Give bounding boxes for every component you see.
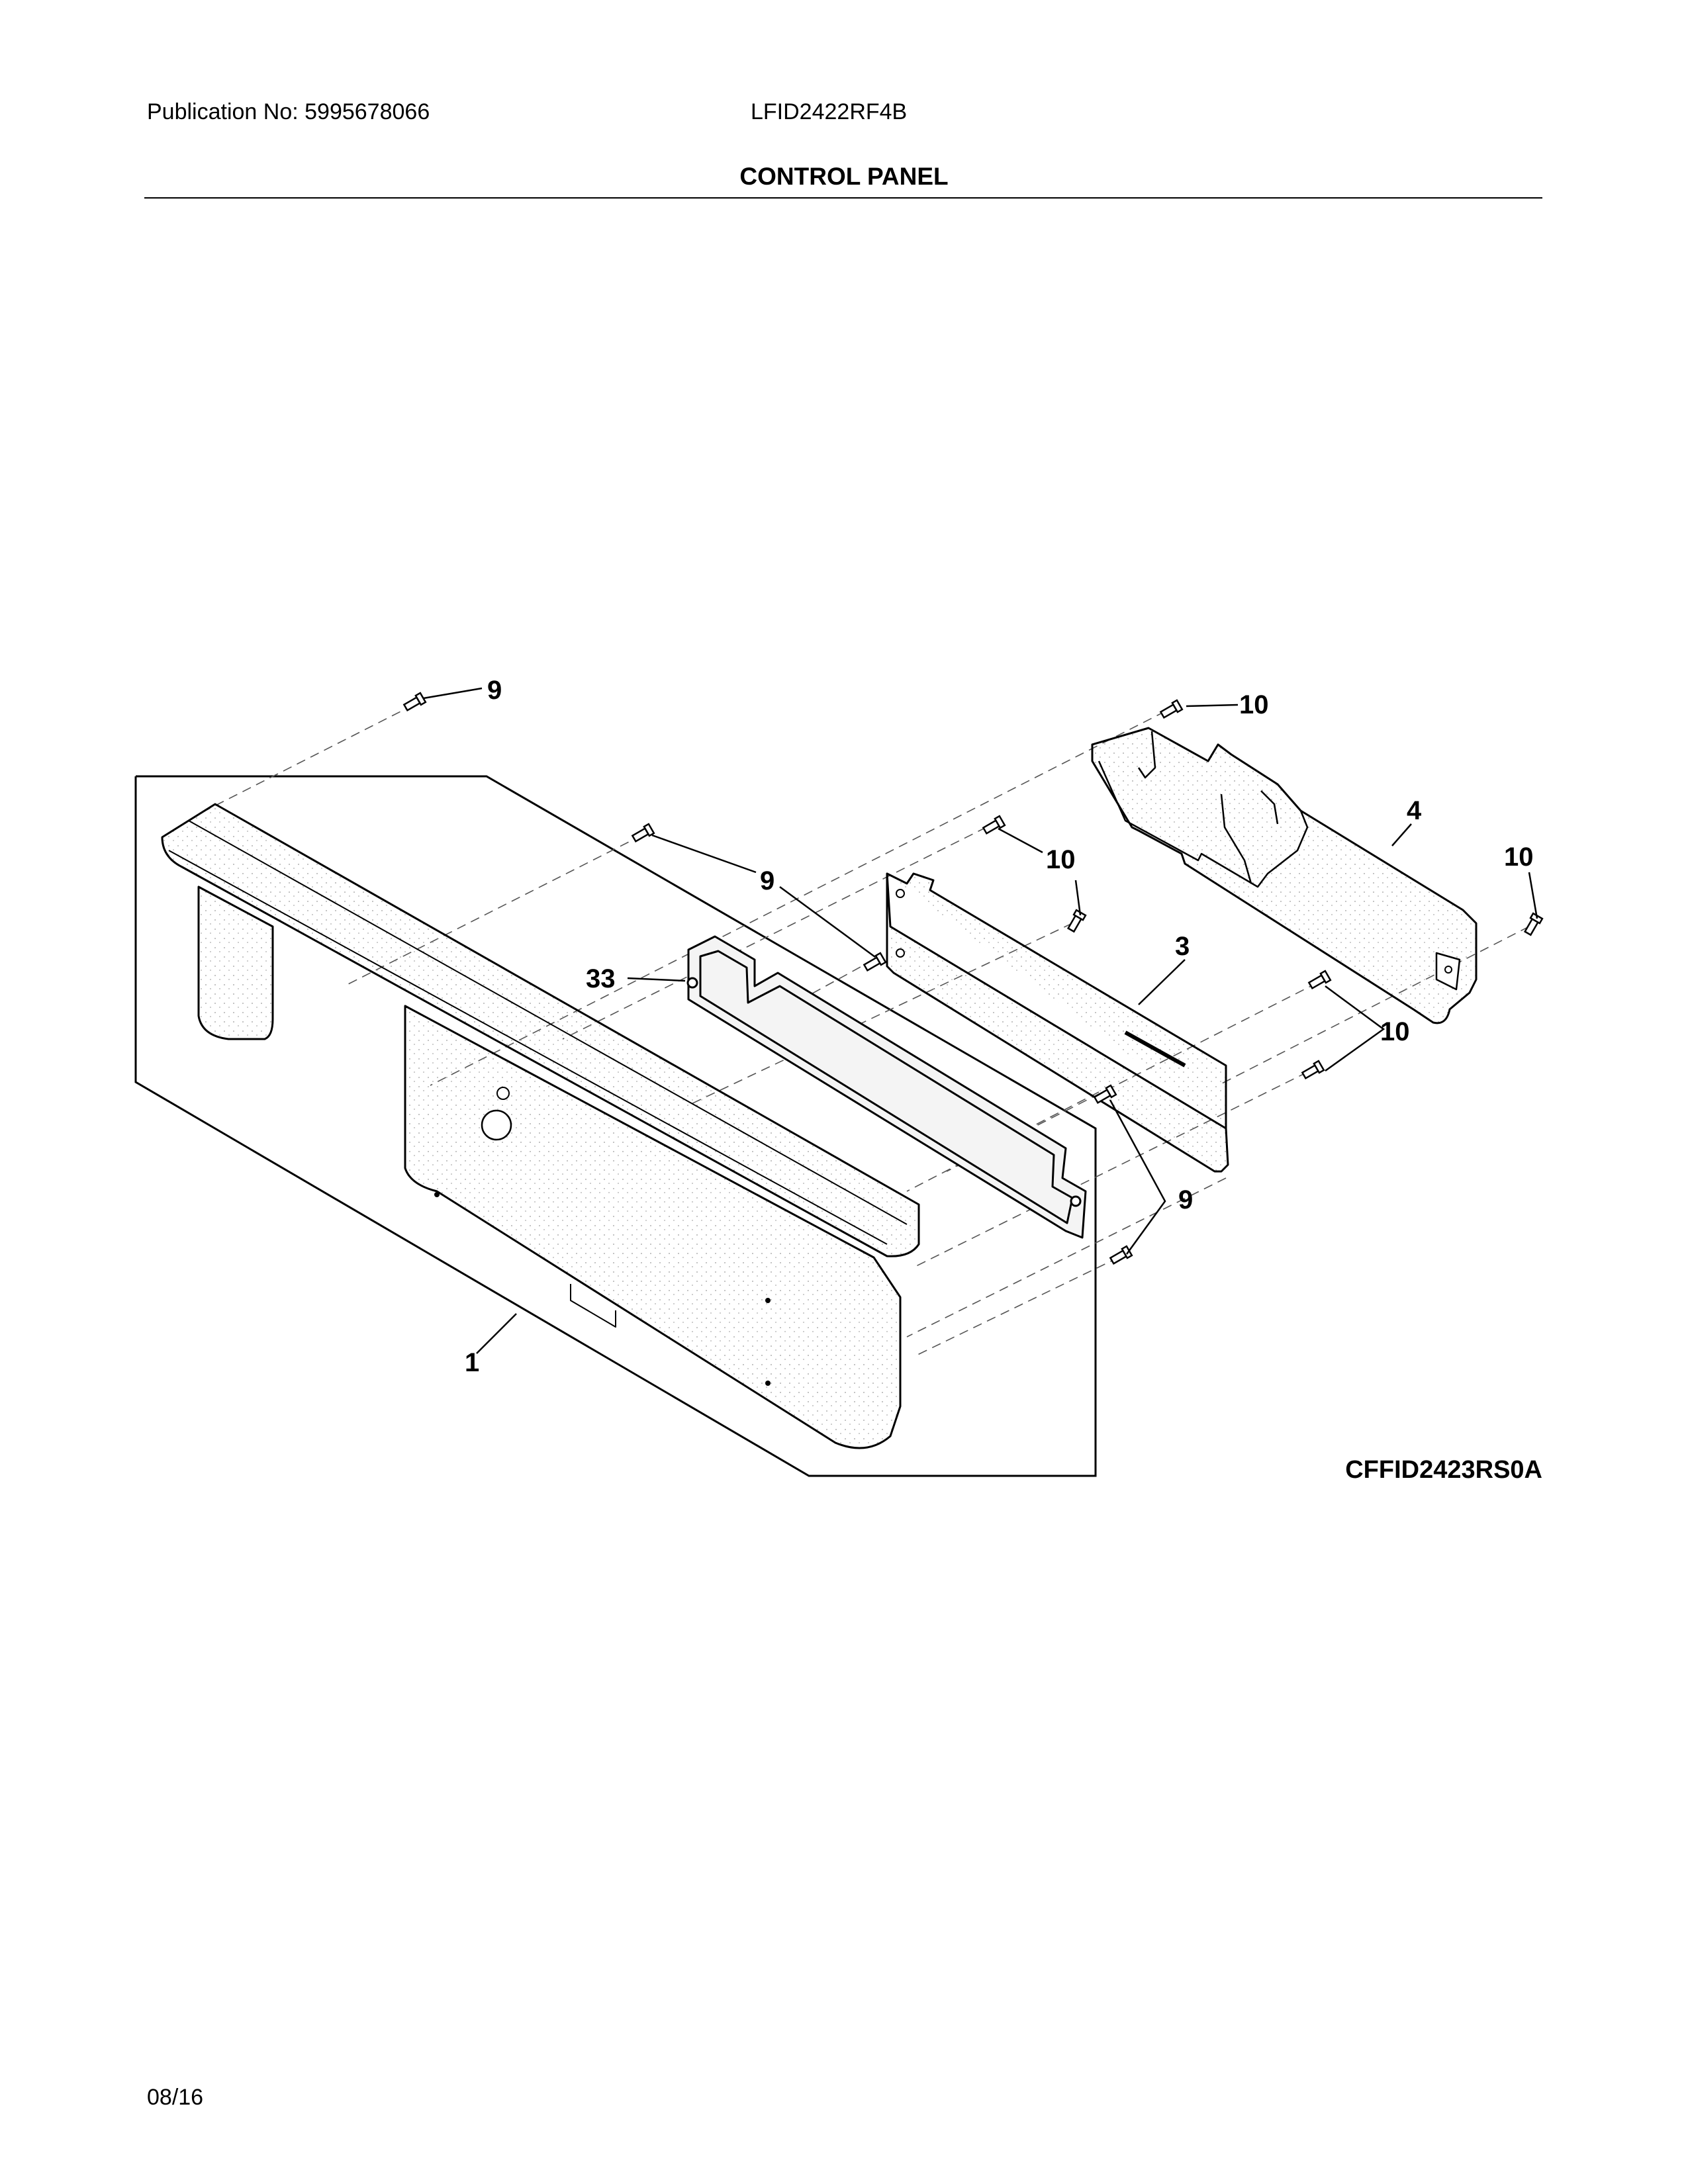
callout-1: 1: [465, 1348, 479, 1377]
revision-date: 08/16: [147, 2085, 204, 2110]
screw-10-top: [1159, 699, 1184, 719]
control-board-part-3: [886, 872, 1229, 1173]
screws: [402, 692, 1544, 1265]
leader-lines: [423, 687, 1538, 1354]
diagram-reference-code: CFFID2423RS0A: [1345, 1456, 1542, 1484]
screw-10-lower-b: [1301, 1060, 1325, 1080]
screw-10-board: [1066, 909, 1087, 933]
publication-number: Publication No: 5995678066: [147, 99, 430, 124]
callout-4: 4: [1407, 796, 1422, 825]
title-rule: [144, 197, 1542, 199]
callout-9-lower: 9: [1178, 1185, 1193, 1214]
screw-9-lower-a: [1093, 1084, 1117, 1105]
screw-10-mid: [982, 815, 1006, 835]
callout-9-top: 9: [487, 676, 502, 705]
control-panel-part-1: [161, 803, 920, 1449]
callout-10-mid: 10: [1046, 845, 1076, 874]
screw-10-lower-a: [1307, 970, 1332, 990]
callout-10-right: 10: [1504, 842, 1534, 872]
gasket-part-33: [686, 935, 1087, 1239]
housing-part-4: [1091, 727, 1477, 1024]
assembly-outline: [134, 775, 1097, 1477]
screw-10-right: [1523, 912, 1544, 936]
screw-9-gasket: [863, 952, 887, 972]
screw-9-lower-b: [1109, 1245, 1133, 1265]
callout-33: 33: [586, 964, 616, 993]
callouts: 9 10 4 10 9 10 33 3 10 9 1: [465, 676, 1534, 1377]
callout-10-top: 10: [1239, 690, 1269, 719]
callout-10-lower: 10: [1380, 1017, 1410, 1046]
model-number: LFID2422RF4B: [751, 99, 908, 124]
screw-9-mid: [631, 823, 655, 843]
callout-3: 3: [1175, 932, 1190, 961]
screw-9-top: [402, 692, 427, 712]
callout-9-mid: 9: [760, 866, 774, 895]
page-title: CONTROL PANEL: [739, 163, 949, 190]
